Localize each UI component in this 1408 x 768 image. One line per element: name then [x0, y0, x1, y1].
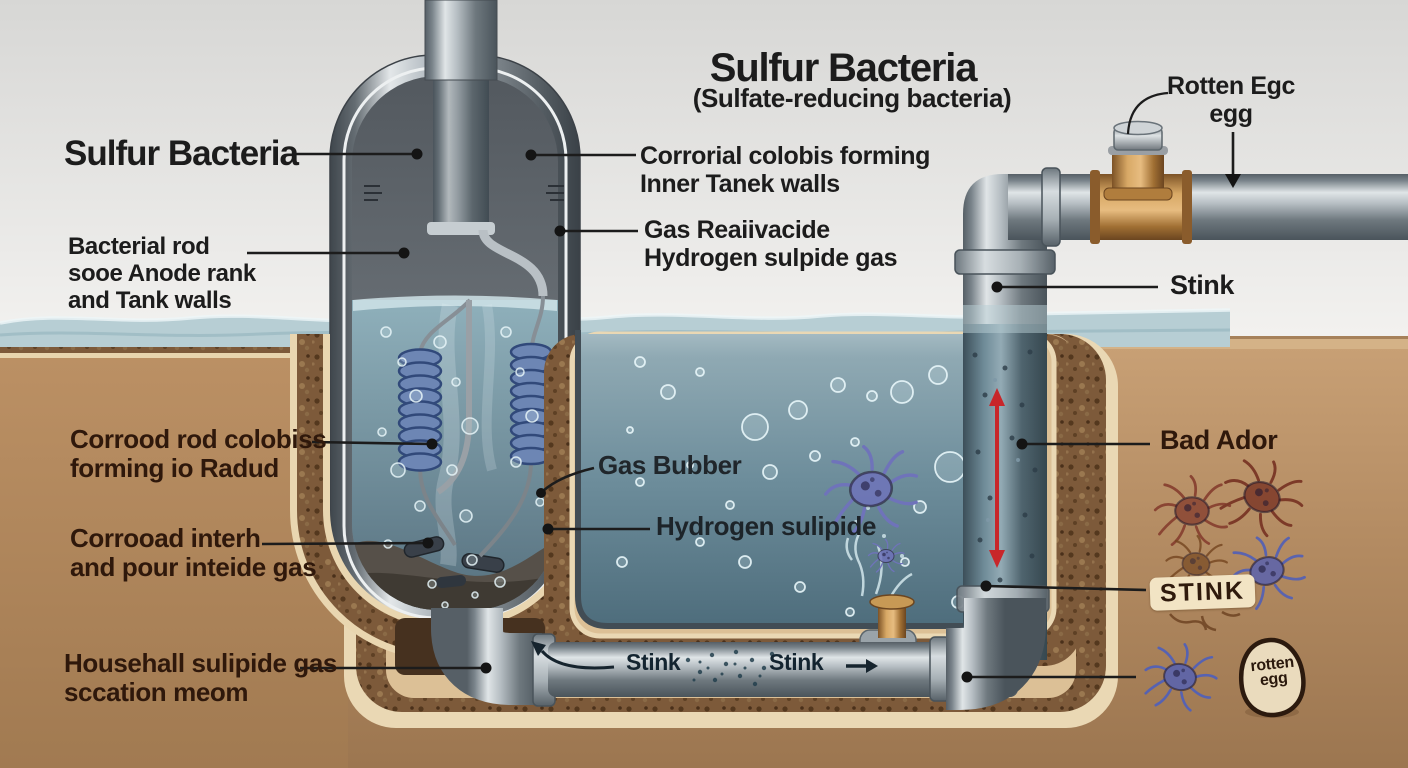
- brass-tee-valve: [1090, 120, 1192, 244]
- label-hydrogen-sulfide: Hydrogen sulipide: [656, 511, 877, 541]
- diagram-subtitle: (Sulfate-reducing bacteria): [692, 83, 1012, 113]
- water-heater-tank: [329, 0, 581, 629]
- label-bad-odor: Bad Ador: [1160, 425, 1278, 455]
- label-inner-tank-walls: Corrorial colobis forming Inner Tanek wa…: [640, 142, 931, 198]
- label-stink-flow-left: Stink: [626, 649, 681, 675]
- root-squiggles: [1169, 610, 1241, 632]
- heating-coil-left: [397, 348, 443, 472]
- label-gas-released: Gas Reaiivacide Hydrogen sulpide gas: [644, 216, 898, 272]
- label-anode-rod: Bacterial rod sooe Anode rank and Tank w…: [68, 233, 256, 314]
- tank-outlet-elbow: [431, 608, 542, 705]
- sky-background: [0, 0, 1408, 346]
- gas-rising-arrow-icon: [989, 388, 1005, 568]
- flow-arrow-icon: [846, 659, 878, 673]
- diagram-title: Sulfur Bacteria: [709, 46, 978, 90]
- tank-weld-ticks: [364, 185, 564, 201]
- rotten-egg-icon-text: rotten egg: [1249, 653, 1295, 690]
- rotten-egg-icon: [1239, 637, 1306, 718]
- label-household-gas: Househall sulipide gas sccation meom: [64, 648, 337, 708]
- odor-icons: [1138, 447, 1314, 718]
- underground-outlet-pipe: [395, 598, 1046, 710]
- label-stink-pipe: Stink: [1170, 270, 1235, 300]
- tank-inlet-pipe: [424, 0, 498, 81]
- horizontal-supply-pipe: [1008, 174, 1408, 240]
- stink-badge: STINK: [1149, 574, 1256, 611]
- corroded-fragment: [436, 575, 467, 588]
- stink-curved-arrow-icon: [531, 641, 615, 670]
- down-arrow-icon: [1225, 174, 1241, 188]
- label-sulfur-bacteria: Sulfur Bacteria: [64, 134, 299, 173]
- vent-pipe-top: [954, 120, 1408, 333]
- tank-waterline: [353, 295, 557, 311]
- corroded-fragment: [403, 536, 445, 558]
- label-corroded-rod: Corrood rod colobiss forming io Radud: [70, 424, 327, 484]
- label-rotten-egg: Rotten Egc egg: [1167, 72, 1295, 128]
- label-stink-flow-right: Stink: [769, 649, 824, 675]
- corroded-fragment: [461, 553, 505, 573]
- vent-pipe-bottom-elbow: [946, 598, 1046, 710]
- basin-gas-bubbles: [616, 356, 994, 617]
- label-corroded-interior: Corrooad interh and pour inteide gas: [70, 523, 317, 583]
- gas-particle-cloud: [685, 649, 775, 687]
- tank-gas-bubbles: [377, 326, 545, 609]
- basin-water: [578, 334, 1040, 626]
- valve-cap: [1113, 120, 1163, 151]
- leader-lines: [247, 91, 1241, 683]
- label-gas-bubble: Gas Bubber: [598, 450, 742, 480]
